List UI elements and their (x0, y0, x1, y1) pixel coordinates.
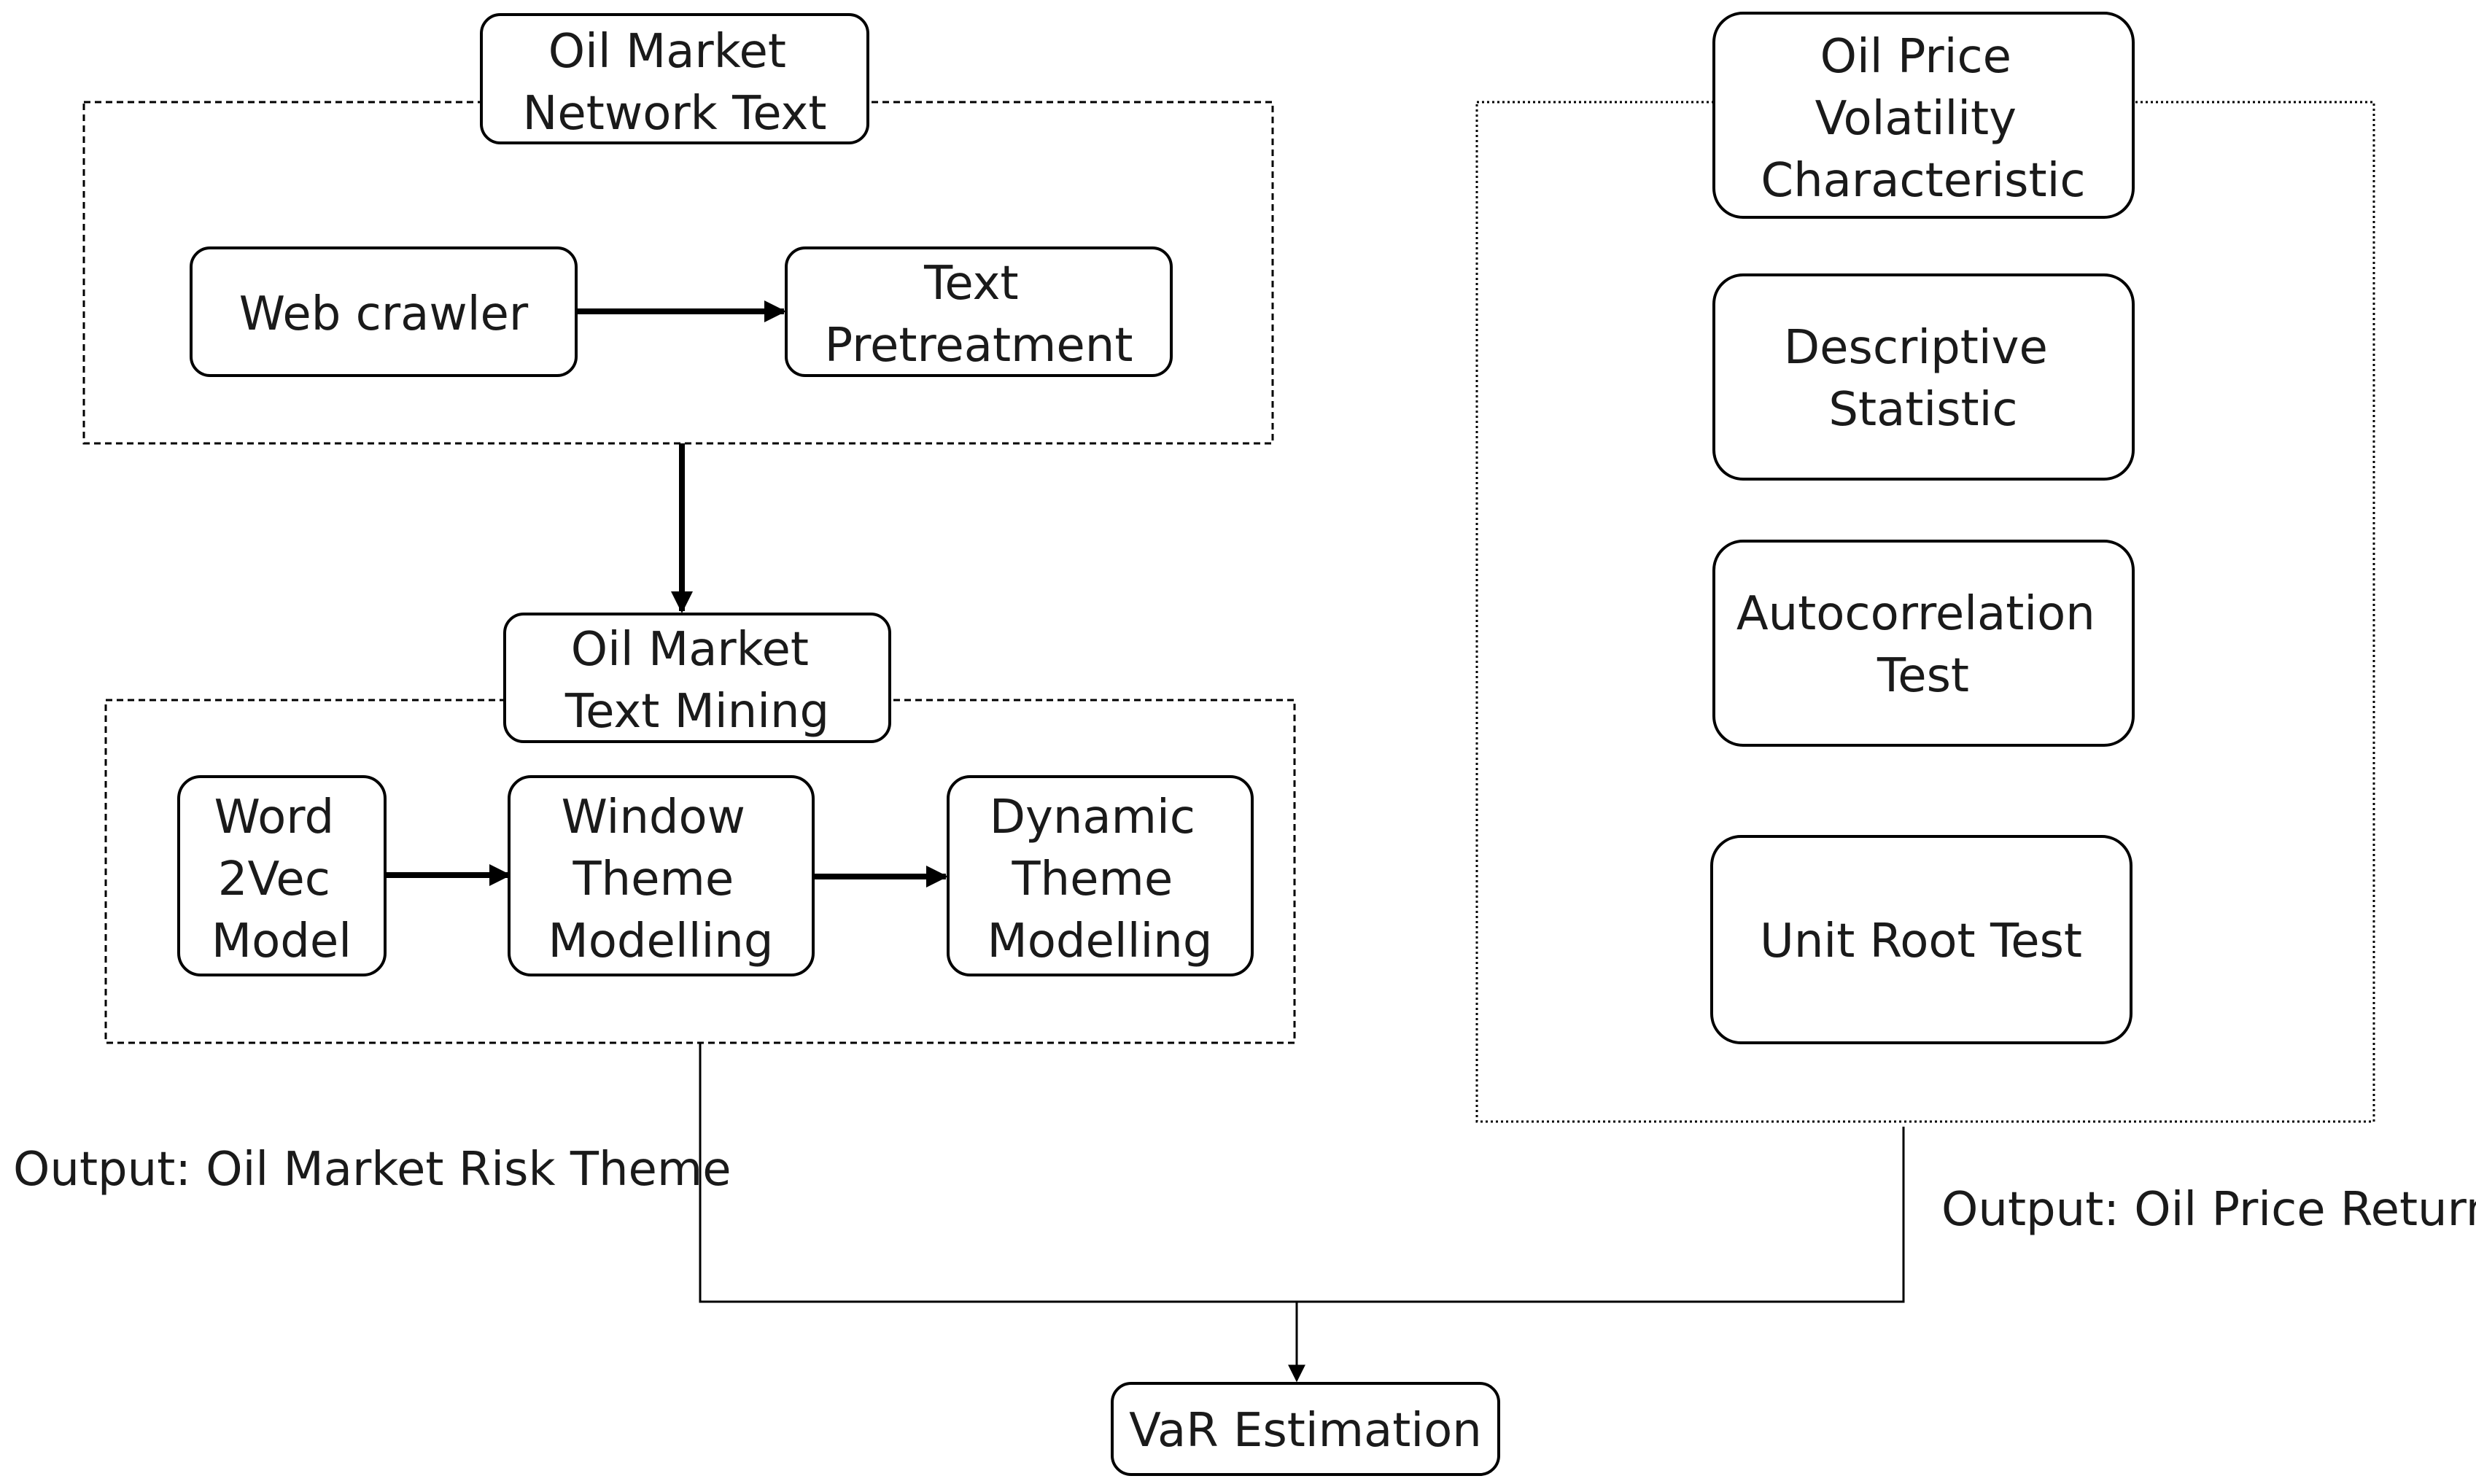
descriptive-statistic-line-1: Descriptive (1784, 321, 2048, 375)
dynamic-theme-line-3: Modelling (987, 914, 1213, 968)
dynamic-theme-label: Dynamic Theme Modelling (987, 790, 1213, 968)
descriptive-statistic-node (1712, 273, 2135, 481)
dynamic-theme-line-2: Theme (1011, 852, 1173, 906)
network-text-line-1: Oil Market (548, 25, 786, 79)
word2vec-line-1: Word (214, 790, 335, 844)
word2vec-line-2: 2Vec (218, 852, 330, 906)
word2vec-line-3: Model (211, 914, 352, 968)
web-crawler-node (190, 246, 578, 377)
descriptive-statistic-label: Descriptive Statistic (1784, 321, 2062, 437)
window-theme-label: Window Theme Modelling (548, 790, 774, 968)
unit-root-test-label: Unit Root Test (1760, 914, 2082, 968)
var-estimation-node (1111, 1382, 1500, 1476)
text-mining-node (503, 613, 891, 743)
window-theme-line-1: Window (562, 790, 745, 844)
volatility-line-2: Volatility (1815, 92, 2017, 146)
text-pretreatment-line-2: Pretreatment (825, 319, 1133, 373)
price-return-output-label: Output: Oil Price Return (1941, 1183, 2476, 1237)
window-theme-line-2: Theme (572, 852, 734, 906)
autocorrelation-test-line-1: Autocorrelation (1736, 587, 2095, 641)
risk-theme-output-line (699, 1043, 1905, 1303)
window-theme-line-3: Modelling (548, 914, 774, 968)
unit-root-test-node (1710, 835, 2132, 1044)
dynamic-theme-line-1: Dynamic (990, 790, 1195, 844)
text-pretreatment-node (785, 246, 1173, 377)
risk-theme-output-label: Output: Oil Market Risk Theme (13, 1143, 731, 1197)
text-mining-label: Oil Market Text Mining (564, 623, 829, 739)
text-pretreatment-line-1: Text (923, 257, 1018, 311)
dynamic-theme-node (947, 775, 1254, 976)
text-pretreatment-label: Text Pretreatment (825, 257, 1133, 373)
network-text-node (480, 13, 869, 144)
web-crawler-label: Web crawler (239, 287, 529, 341)
text-mining-line-1: Oil Market (571, 623, 809, 677)
var-estimation-label: VaR Estimation (1129, 1404, 1482, 1458)
descriptive-statistic-line-2: Statistic (1828, 383, 2017, 437)
autocorrelation-test-node (1712, 540, 2135, 747)
window-theme-node (508, 775, 815, 976)
autocorrelation-test-line-2: Test (1877, 649, 1969, 703)
word2vec-label: Word 2Vec Model (211, 790, 352, 968)
network-text-label: Oil Market Network Text (523, 25, 827, 141)
volatility-label: Oil Price Volatility Characteristic (1761, 30, 2085, 208)
volatility-line-3: Characteristic (1761, 154, 2085, 208)
var-estimation-line-1: VaR Estimation (1129, 1404, 1482, 1458)
volatility-group-frame (1475, 101, 2375, 1123)
network-text-line-2: Network Text (523, 87, 827, 141)
web-crawler-line-1: Web crawler (239, 287, 529, 341)
text-mining-line-2: Text Mining (564, 685, 829, 739)
unit-root-test-line-1: Unit Root Test (1760, 914, 2082, 968)
volatility-line-1: Oil Price (1820, 30, 2011, 84)
word2vec-node (177, 775, 387, 976)
volatility-node (1712, 12, 2135, 219)
autocorrelation-test-label: Autocorrelation Test (1736, 587, 2110, 703)
